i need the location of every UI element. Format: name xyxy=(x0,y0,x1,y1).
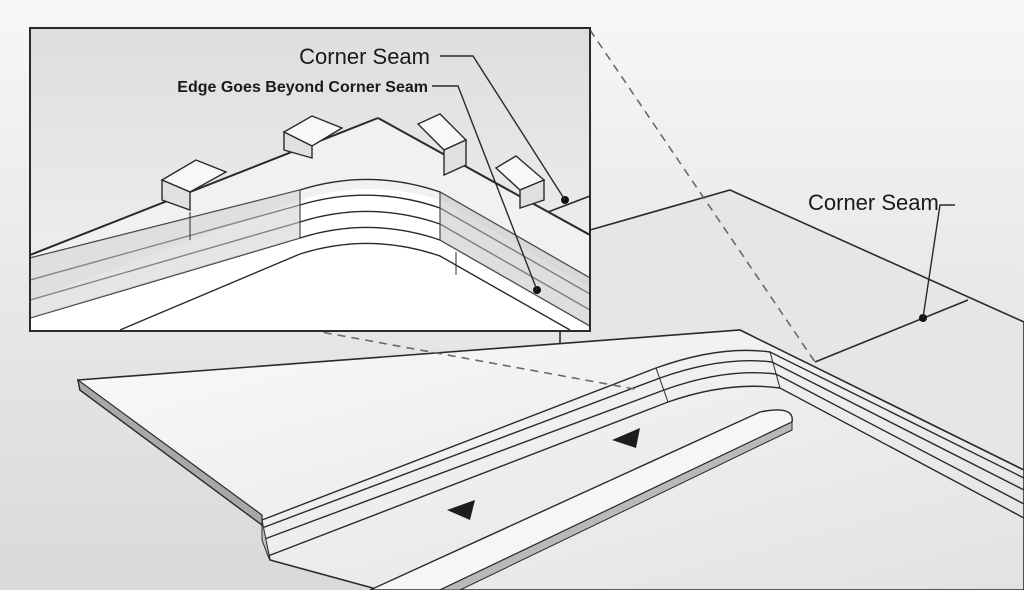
main-corner-seam-line xyxy=(814,299,969,363)
inset-edge-beyond-callout: Edge Goes Beyond Corner Seam xyxy=(177,79,541,294)
inset-blocks xyxy=(160,113,546,211)
inset-detail: Corner Seam Edge Goes Beyond Corner Seam xyxy=(29,27,591,332)
edge-band-main xyxy=(261,349,1024,561)
inset-corner-seam-line xyxy=(547,195,589,213)
inner-strip xyxy=(369,409,793,590)
inset-edge-beyond-label: Edge Goes Beyond Corner Seam xyxy=(177,79,428,96)
inset-edge-band xyxy=(31,178,589,330)
zoom-connector-top xyxy=(589,29,816,363)
main-corner-seam-callout: Corner Seam xyxy=(808,190,955,322)
main-corner-seam-label: Corner Seam xyxy=(808,190,939,215)
inset-corner-seam-label: Corner Seam xyxy=(299,44,430,69)
direction-arrow-right xyxy=(612,428,640,448)
inset-corner-seam-callout: Corner Seam xyxy=(299,44,569,204)
direction-arrow-left xyxy=(447,500,475,520)
